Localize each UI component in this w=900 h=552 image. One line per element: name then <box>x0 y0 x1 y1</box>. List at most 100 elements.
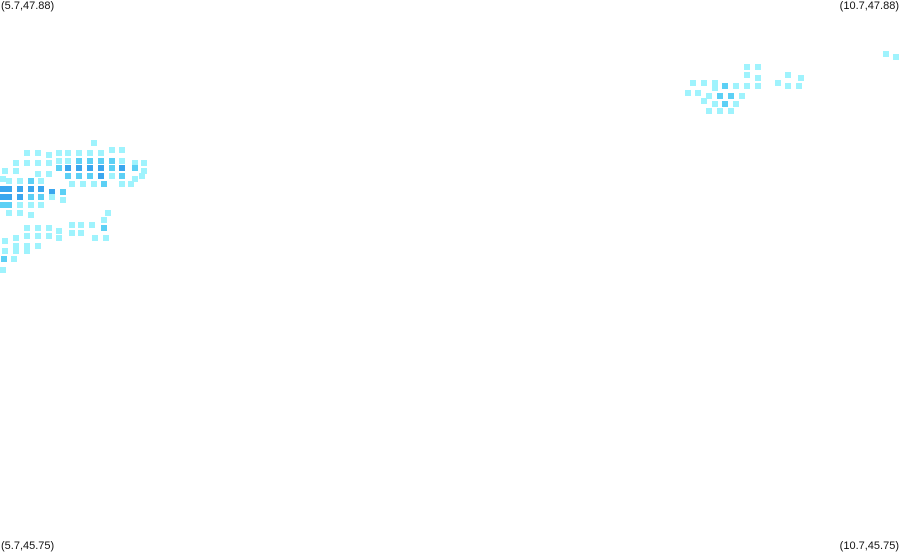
heat-cell-51 <box>87 165 93 171</box>
heat-cell-119 <box>733 101 739 107</box>
heat-cell-99 <box>103 235 109 241</box>
heat-cell-71 <box>109 173 115 179</box>
heat-cell-67 <box>109 165 115 171</box>
heat-cell-26 <box>28 194 34 200</box>
heat-cell-118 <box>722 101 728 107</box>
heat-cell-107 <box>690 80 696 86</box>
heat-cell-122 <box>728 108 734 114</box>
heat-cell-104 <box>11 256 17 262</box>
heat-cell-3 <box>13 160 19 166</box>
heat-cell-83 <box>78 222 84 228</box>
heat-cell-49 <box>65 165 71 171</box>
heat-cell-52 <box>98 165 104 171</box>
heat-cell-8 <box>13 168 19 174</box>
heat-cell-100 <box>2 248 8 254</box>
corner-label-bottom-left: (5.7,45.75) <box>1 540 55 552</box>
heat-cell-126 <box>744 83 750 89</box>
heat-cell-5 <box>35 160 41 166</box>
heat-cell-50 <box>76 165 82 171</box>
heat-cell-125 <box>733 83 739 89</box>
heat-cell-109 <box>712 80 718 86</box>
heat-cell-78 <box>24 225 30 231</box>
heat-cell-113 <box>717 93 723 99</box>
heat-cell-92 <box>101 225 107 231</box>
heat-cell-98 <box>92 235 98 241</box>
heat-cell-16 <box>0 186 6 192</box>
heat-cell-24 <box>6 194 12 200</box>
heat-cell-85 <box>101 217 107 223</box>
heat-cell-136 <box>798 75 804 81</box>
heat-cell-35 <box>6 210 12 216</box>
heat-cell-66 <box>141 160 147 166</box>
heat-cell-111 <box>695 90 701 96</box>
heat-cell-81 <box>56 228 62 234</box>
heat-cell-9 <box>35 171 41 177</box>
heat-cell-120 <box>706 108 712 114</box>
heat-cell-32 <box>17 202 23 208</box>
heat-cell-103 <box>1 256 7 262</box>
heat-cell-77 <box>91 140 97 146</box>
heat-cell-70 <box>141 168 147 174</box>
heat-cell-115 <box>739 93 745 99</box>
heat-cell-102 <box>24 248 30 254</box>
heat-cell-30 <box>0 202 6 208</box>
heat-cell-45 <box>76 158 82 164</box>
heat-cell-105 <box>0 267 6 273</box>
heat-cell-60 <box>101 181 107 187</box>
heat-cell-12 <box>6 178 12 184</box>
heat-cell-101 <box>13 248 19 254</box>
heat-cell-29 <box>60 197 66 203</box>
heat-cell-25 <box>17 194 23 200</box>
heat-cell-18 <box>17 186 23 192</box>
heat-cell-127 <box>755 83 761 89</box>
heat-cell-46 <box>87 158 93 164</box>
heat-cell-80 <box>46 225 52 231</box>
heat-cell-121 <box>717 108 723 114</box>
heat-cell-129 <box>755 75 761 81</box>
heat-cell-134 <box>796 83 802 89</box>
heat-cell-2 <box>46 152 52 158</box>
heat-cell-47 <box>98 158 104 164</box>
heat-cell-132 <box>775 80 781 86</box>
heat-cell-95 <box>13 243 19 249</box>
heat-cell-27 <box>38 194 44 200</box>
heat-cell-23 <box>0 194 6 200</box>
heat-cell-65 <box>132 160 138 166</box>
heat-cell-36 <box>17 210 23 216</box>
heat-cell-117 <box>712 101 718 107</box>
heat-cell-73 <box>132 176 138 182</box>
heat-cell-19 <box>28 186 34 192</box>
heat-cell-91 <box>78 230 84 236</box>
heat-cell-64 <box>119 158 125 164</box>
heat-cell-42 <box>98 150 104 156</box>
heat-cell-28 <box>49 194 55 200</box>
heat-cell-62 <box>119 147 125 153</box>
heat-cell-87 <box>35 233 41 239</box>
heat-cell-34 <box>38 202 44 208</box>
corner-label-top-left: (5.7,47.88) <box>1 0 55 12</box>
heat-cell-86 <box>24 233 30 239</box>
heat-cell-74 <box>119 181 125 187</box>
heat-cell-4 <box>24 160 30 166</box>
heat-cell-1 <box>35 150 41 156</box>
heat-cell-53 <box>65 173 71 179</box>
heat-cell-7 <box>2 168 8 174</box>
heat-cell-124 <box>722 83 728 89</box>
heat-cell-22 <box>60 189 66 195</box>
heat-cell-58 <box>80 181 86 187</box>
heat-cell-90 <box>69 230 75 236</box>
heat-cell-55 <box>87 173 93 179</box>
heat-cell-17 <box>6 186 12 192</box>
heat-cell-10 <box>46 171 52 177</box>
heat-cell-38 <box>56 150 62 156</box>
heat-cell-75 <box>128 181 134 187</box>
heat-cell-97 <box>35 243 41 249</box>
heat-cell-128 <box>744 72 750 78</box>
heat-cell-40 <box>76 150 82 156</box>
heat-cell-54 <box>76 173 82 179</box>
heat-cell-61 <box>109 147 115 153</box>
heat-cell-72 <box>119 173 125 179</box>
corner-label-bottom-right: (10.7,45.75) <box>839 540 899 552</box>
